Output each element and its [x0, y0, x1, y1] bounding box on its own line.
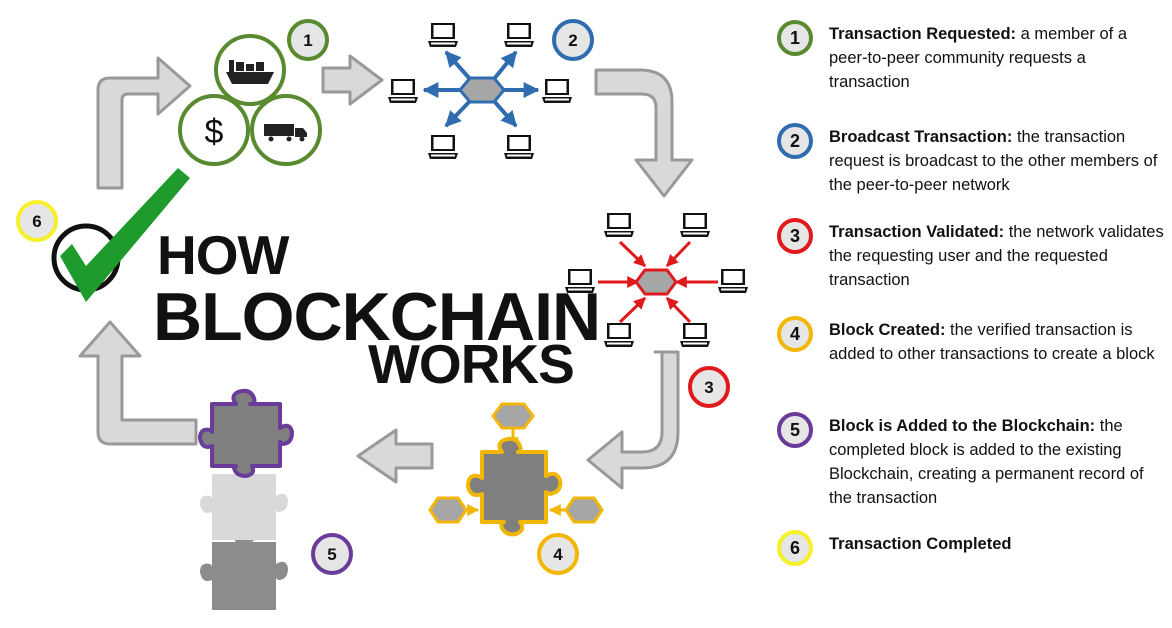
- flow-arrows: [78, 54, 694, 490]
- puzzle-piece-icon: [198, 388, 294, 478]
- svg-text:2: 2: [568, 31, 577, 50]
- title-line-2: BLOCKCHAIN: [153, 279, 601, 355]
- step2-network: [388, 23, 572, 159]
- step4-block: [428, 402, 604, 537]
- step3-network: [565, 213, 748, 347]
- legend-item-step4: 4 Block Created: the verified transactio…: [777, 316, 1167, 376]
- arrow-3-to-4: [586, 350, 680, 490]
- hexagon-node-icon: [564, 496, 604, 524]
- svg-text:3: 3: [704, 378, 713, 397]
- title-line-3: WORKS: [368, 333, 575, 395]
- truck-icon: [264, 124, 307, 142]
- badge-step3: 3: [688, 366, 730, 408]
- badge-step4: 4: [537, 533, 579, 575]
- hexagon-node-icon: [458, 76, 506, 104]
- legend-item-step5: 5 Block is Added to the Blockchain: the …: [777, 412, 1167, 507]
- arrow-2-to-3: [594, 68, 694, 198]
- legend-description: Transaction Completed: [829, 532, 1169, 556]
- legend-description: Block is Added to the Blockchain: the co…: [829, 414, 1169, 510]
- laptop-icon: [428, 135, 458, 159]
- legend-body: the completed block is added to the exis…: [829, 417, 1144, 507]
- badge-step6: 6: [16, 200, 58, 242]
- legend-title: Block Created:: [829, 321, 946, 339]
- validation-arrows: [598, 240, 718, 324]
- legend-description: Broadcast Transaction: the transaction r…: [829, 125, 1169, 197]
- legend-item-step1: 1 Transaction Requested: a member of a p…: [777, 20, 1167, 91]
- legend-title: Transaction Completed: [829, 535, 1012, 553]
- laptop-icon: [718, 269, 748, 293]
- legend-title: Block is Added to the Blockchain:: [829, 417, 1096, 435]
- checkmark-icon: [60, 168, 190, 302]
- badge-step1: 1: [287, 19, 329, 61]
- svg-text:6: 6: [32, 212, 41, 231]
- hexagon-node-icon: [491, 402, 535, 430]
- legend-badge: 4: [777, 316, 813, 352]
- step5-blockchain: [198, 388, 294, 610]
- hexagon-node-icon: [634, 268, 678, 296]
- legend-badge: 1: [777, 20, 813, 56]
- laptop-icon: [680, 213, 710, 237]
- laptop-icon: [388, 79, 418, 103]
- dollar-icon: $: [205, 113, 224, 151]
- legend-description: Transaction Validated: the network valid…: [829, 220, 1169, 292]
- legend-badge: 3: [777, 218, 813, 254]
- title-line-1: HOW: [157, 224, 289, 286]
- svg-text:5: 5: [327, 545, 336, 564]
- arrow-5-to-6: [78, 320, 198, 446]
- puzzle-piece-icon: [466, 436, 563, 537]
- laptop-icon: [504, 23, 534, 47]
- legend-title: Transaction Validated:: [829, 223, 1005, 241]
- legend-title: Transaction Requested:: [829, 25, 1017, 43]
- legend-body: the transaction request is broadcast to …: [829, 128, 1158, 194]
- puzzle-piece-icon: [200, 528, 288, 610]
- laptop-icon: [680, 323, 710, 347]
- badge-step5: 5: [311, 533, 353, 575]
- laptop-icon: [428, 23, 458, 47]
- legend-body: the network validates the requesting use…: [829, 223, 1164, 289]
- svg-text:1: 1: [303, 31, 312, 50]
- arrow-4-to-5: [356, 428, 434, 484]
- laptop-icon: [604, 323, 634, 347]
- svg-text:4: 4: [553, 545, 563, 564]
- laptop-icon: [604, 213, 634, 237]
- legend-item-step2: 2 Broadcast Transaction: the transaction…: [777, 123, 1167, 194]
- legend-description: Transaction Requested: a member of a pee…: [829, 22, 1169, 94]
- legend-badge: 5: [777, 412, 813, 448]
- dollar-circle: [178, 94, 250, 166]
- step-badges: 1 2 3 4 5 6: [16, 19, 730, 575]
- arrow-1-to-2: [321, 54, 384, 106]
- laptop-icon: [542, 79, 572, 103]
- legend-item-step6: 6 Transaction Completed: [777, 530, 1167, 590]
- legend-description: Block Created: the verified transaction …: [829, 318, 1169, 366]
- legend-body: a member of a peer-to-peer community req…: [829, 25, 1128, 91]
- step6-complete: [51, 168, 190, 302]
- legend-title: Broadcast Transaction:: [829, 128, 1013, 146]
- broadcast-arrows: [422, 50, 540, 128]
- legend-item-step3: 3 Transaction Validated: the network val…: [777, 218, 1167, 289]
- cargo-ship-icon: [226, 60, 274, 84]
- arrow-6-to-1: [96, 56, 192, 190]
- step1-cluster: $: [178, 34, 322, 166]
- legend-body: the verified transaction is added to oth…: [829, 321, 1155, 363]
- legend-badge: 6: [777, 530, 813, 566]
- laptop-icon: [504, 135, 534, 159]
- legend-badge: 2: [777, 123, 813, 159]
- badge-step2: 2: [552, 19, 594, 61]
- puzzle-piece-icon: [200, 460, 288, 540]
- hexagon-node-icon: [428, 496, 468, 524]
